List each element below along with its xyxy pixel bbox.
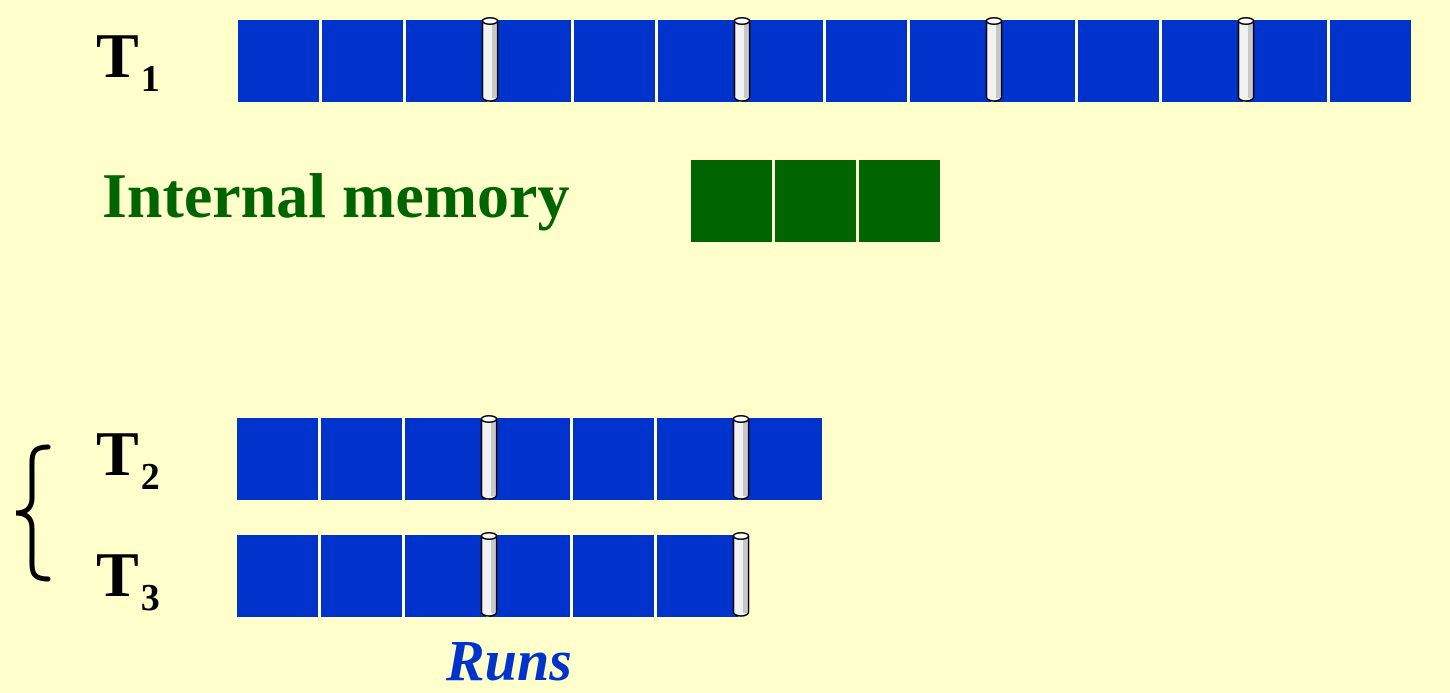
memory-block — [691, 160, 772, 242]
cylinder-icon — [480, 415, 498, 500]
tape-block — [321, 535, 402, 617]
tape-block — [1330, 20, 1411, 102]
tape-block — [1162, 20, 1243, 102]
tape-subscript: 2 — [140, 456, 160, 498]
tape-block — [657, 418, 738, 500]
curly-brace-icon — [15, 444, 51, 582]
tape-block — [742, 20, 823, 102]
tape-block — [405, 418, 486, 500]
runs-label: Runs — [446, 628, 572, 693]
tape-block — [826, 20, 907, 102]
tape-subscript: 3 — [140, 577, 160, 619]
tape-block — [1078, 20, 1159, 102]
internal-memory-label: Internal memory — [102, 160, 570, 231]
tape-block — [573, 535, 654, 617]
cylinder-icon — [985, 17, 1003, 102]
memory-block — [859, 160, 940, 242]
tape-block — [238, 20, 319, 102]
tape-name: T — [96, 20, 139, 91]
tape-t1 — [238, 17, 1411, 102]
tape-block — [573, 418, 654, 500]
cylinder-icon — [480, 532, 498, 617]
tape-subscript: 1 — [140, 58, 160, 100]
cylinder-icon — [732, 415, 750, 500]
tape-t2 — [237, 415, 822, 500]
tape-block — [405, 535, 486, 617]
internal-memory — [691, 160, 940, 242]
tape-block — [910, 20, 991, 102]
tape-block — [1246, 20, 1327, 102]
cylinder-icon — [481, 17, 499, 102]
tape-block — [574, 20, 655, 102]
tape-block — [489, 535, 570, 617]
tape-block — [994, 20, 1075, 102]
tape-t3 — [237, 532, 750, 617]
tape-block — [237, 418, 318, 500]
tape-block — [322, 20, 403, 102]
cylinder-icon — [732, 532, 750, 617]
tape-block — [489, 418, 570, 500]
tape-label-t3: T3 — [96, 543, 160, 618]
tape-block — [321, 418, 402, 500]
tape-block — [490, 20, 571, 102]
tape-label-t1: T1 — [96, 24, 160, 99]
tape-block — [741, 418, 822, 500]
tape-block — [658, 20, 739, 102]
tape-label-t2: T2 — [96, 422, 160, 497]
tape-block — [657, 535, 738, 617]
memory-block — [775, 160, 856, 242]
cylinder-icon — [1237, 17, 1255, 102]
tape-block — [237, 535, 318, 617]
cylinder-icon — [733, 17, 751, 102]
tape-name: T — [96, 539, 139, 610]
tape-name: T — [96, 418, 139, 489]
tape-block — [406, 20, 487, 102]
